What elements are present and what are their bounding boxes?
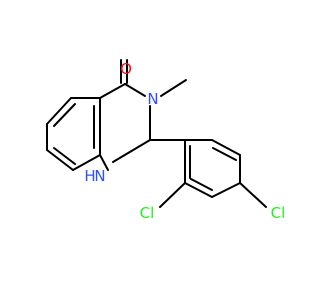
- bond-aryl-cl-ortho: [159, 182, 186, 208]
- bond-c4a-c4: [99, 83, 126, 99]
- molecule-diagram: O N N H Cl Cl: [46, 59, 285, 222]
- bond-aryl-bottom-left-inner: [190, 178, 213, 191]
- atom-label-layer: O N N H Cl Cl: [84, 60, 285, 222]
- bond-aryl-top-right: [211, 139, 241, 156]
- bond-benzo-lower-left-inner: [53, 147, 76, 165]
- bond-aryl-bottom-right: [211, 182, 241, 198]
- atom-oxygen: O: [120, 60, 132, 78]
- atom-nitrogen-methyl: N: [147, 90, 158, 108]
- bond-aryl-cl-para: [239, 182, 267, 208]
- atom-nitrogen-h: N: [94, 167, 105, 185]
- atom-chlorine-ortho: Cl: [140, 204, 155, 222]
- bond-c4-n3: [124, 83, 146, 97]
- structure-canvas: O N N H Cl Cl: [46, 59, 286, 222]
- bond-benzo-upper-left: [46, 97, 72, 125]
- bond-benzo-bottom: [72, 154, 101, 171]
- bond-aryl-bottom-left: [184, 182, 213, 198]
- bond-benzo-lower-left: [46, 149, 74, 171]
- bond-benzo-upper-left-inner: [53, 103, 76, 127]
- bond-layer: [46, 59, 267, 208]
- bond-c2-n1: [112, 139, 151, 163]
- bond-n1-c8a: [99, 154, 109, 171]
- atom-nh-hydrogen: H: [84, 167, 95, 185]
- bond-aryl-top-right-inner: [212, 147, 237, 161]
- atom-chlorine-para: Cl: [271, 204, 286, 222]
- bond-n3-methyl: [160, 79, 187, 97]
